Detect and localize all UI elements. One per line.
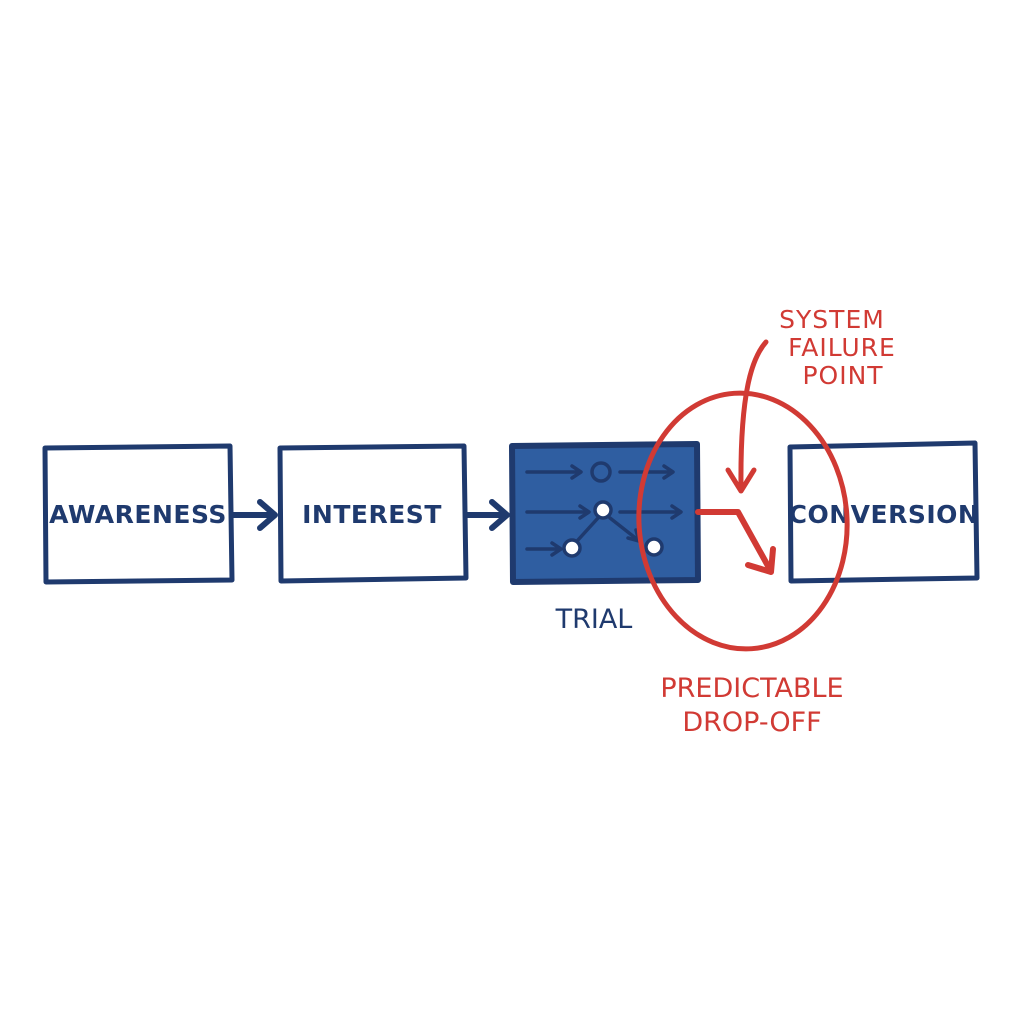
trial-node-top — [590, 461, 612, 483]
stage-label-trial: TRIAL — [555, 604, 633, 635]
trial-node-left — [562, 538, 582, 558]
stage-awareness: AWARENESS — [42, 443, 235, 585]
failure-circle — [636, 390, 850, 652]
flow-arrow-awareness-interest — [229, 499, 278, 531]
stage-label-awareness: AWARENESS — [49, 500, 227, 529]
flow-arrow-interest-trial — [463, 499, 510, 531]
failure-note-line-1: SYSTEM — [779, 305, 885, 334]
stage-box — [787, 440, 980, 584]
trial-node-right — [644, 537, 664, 557]
trial-node-mid — [593, 500, 613, 520]
drop-off-arrow — [695, 509, 776, 575]
stage-interest: INTEREST — [277, 443, 469, 584]
failure-note-line-3: POINT — [802, 361, 883, 390]
failure-point-note: SYSTEM FAILURE POINT — [779, 305, 896, 390]
stage-trial: TRIAL — [509, 441, 701, 635]
stage-conversion: CONVERSION — [787, 440, 980, 584]
drop-off-note-line-1: PREDICTABLE — [660, 673, 843, 704]
drop-off-note: PREDICTABLE DROP-OFF — [660, 673, 843, 738]
stage-label-conversion: CONVERSION — [789, 500, 980, 529]
stage-box — [42, 443, 235, 585]
drop-off-note-line-2: DROP-OFF — [682, 707, 821, 738]
stage-label-interest: INTEREST — [302, 500, 442, 529]
trial-flow-icon — [525, 464, 683, 557]
failure-pointer-arrow — [725, 339, 769, 494]
stage-box — [277, 443, 469, 584]
failure-note-line-2: FAILURE — [788, 333, 896, 362]
